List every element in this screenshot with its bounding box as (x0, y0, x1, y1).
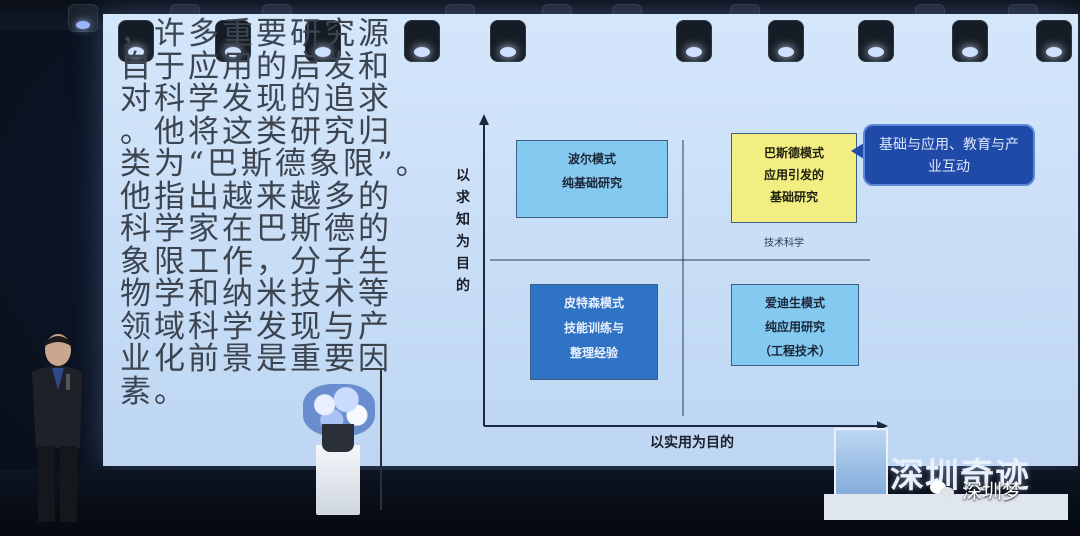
quadrant-desc: 整理经验 (569, 346, 618, 360)
microphone-stand (380, 370, 382, 510)
slide-text-line: 领域科学发现与产 (120, 308, 392, 345)
slide-text-line: 类为“巴斯德象限”。 (120, 146, 430, 182)
slide-text-line: 业化前景是重要因 (120, 341, 392, 377)
speaker-leg (38, 446, 55, 522)
stage-light (1036, 20, 1072, 62)
tech-science-caption: 技术科学 (764, 238, 804, 249)
quadrant-title: 波尔模式 (567, 152, 616, 166)
stage-light (952, 20, 988, 62)
quadrant-bohr: 波尔模式 纯基础研究 (516, 140, 668, 218)
speaker-shirt (52, 368, 64, 390)
quadrant-pasteur: 巴斯德模式 应用引发的 基础研究 (731, 133, 857, 223)
stage-light (215, 20, 251, 62)
slide-text-line: ，许多重要研究源 (120, 16, 392, 52)
stage-light (404, 20, 440, 62)
stage-light (676, 20, 712, 62)
sign-base (824, 494, 1068, 520)
quadrant-pierce: 皮特森模式 技能训练与 整理经验 (530, 284, 658, 380)
slide-text-line: 物学和纳米技术等 (120, 276, 392, 312)
slide-text-line: 象限工作，分子生 (120, 243, 392, 280)
stage-light (118, 20, 154, 62)
quadrant-axes (479, 114, 888, 431)
x-axis-label: 以实用为目的 (650, 435, 734, 451)
quadrant-title: 爱迪生模式 (764, 296, 825, 310)
slide-text-line: 科学家在巴斯德的 (120, 211, 392, 247)
microphone (66, 374, 70, 390)
stage-sign: 深圳奇迹 (824, 428, 1068, 520)
slide-text-line: 自于应用的启发和 (120, 48, 392, 85)
quadrant-desc: （工程技术） (758, 344, 831, 358)
quadrant-desc: 基础研究 (769, 190, 818, 204)
watermark-text: 深圳梦 (962, 479, 1022, 503)
stage-light (305, 20, 341, 62)
quadrant-desc: 纯基础研究 (561, 176, 622, 190)
spotlight (68, 4, 98, 32)
quadrant-title: 巴斯德模式 (763, 146, 824, 160)
quadrant-desc: 纯应用研究 (764, 320, 825, 334)
callout-pointer (851, 143, 864, 159)
slide-text-line: 对科学发现的追求 (120, 81, 392, 117)
speaker-figure (32, 334, 82, 522)
callout-bubble: 基础与应用、教育与产业互动 (863, 124, 1035, 186)
wechat-icon (930, 479, 956, 501)
slide-text-line: 。他将这类研究归 (120, 113, 392, 150)
slide-text-line: 他指出越来越多的 (120, 178, 392, 215)
quadrant-edison: 爱迪生模式 纯应用研究 （工程技术） (731, 284, 859, 366)
sign-graphic (834, 428, 888, 502)
slide-text-line: 素。 (120, 373, 188, 410)
sign-text: 深圳奇迹 (890, 456, 1030, 496)
stage-light (768, 20, 804, 62)
watermark: 深圳梦 (930, 475, 1022, 504)
projection-screen (103, 14, 1078, 466)
flower-stand (316, 445, 360, 515)
quadrant-desc: 应用引发的 (763, 168, 824, 182)
stage-light (858, 20, 894, 62)
speaker-leg (60, 446, 77, 522)
stage-light (490, 20, 526, 62)
flower-vase (322, 424, 354, 452)
slide-body-text: ，许多重要研究源 自于应用的启发和 对科学发现的追求 。他将这类研究归 类为“巴… (120, 16, 430, 410)
quadrant-title: 皮特森模式 (563, 296, 624, 310)
quadrant-desc: 技能训练与 (563, 321, 624, 335)
y-axis-arrow (479, 114, 489, 125)
y-axis-label: 以求知为目的 (456, 168, 470, 294)
speaker-hair (45, 336, 71, 346)
